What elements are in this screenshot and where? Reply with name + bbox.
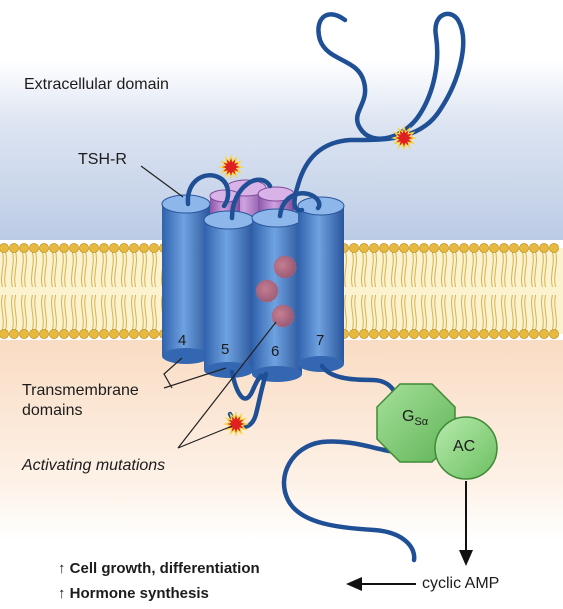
mutation-sites-helix (255, 255, 297, 328)
ac-label: AC (453, 438, 476, 455)
n-terminal-tail (292, 11, 466, 213)
up-arrow-icon: ↑ (58, 560, 66, 577)
polypeptide-chain (185, 11, 466, 563)
gs-main: G (402, 408, 415, 425)
up-arrow-icon: ↑ (58, 585, 66, 602)
gs-sub: Sα (414, 416, 429, 429)
transmembrane-label-line1: Transmembrane (22, 382, 139, 399)
helix-7 (297, 196, 345, 372)
helix-7-label: 7 (316, 332, 325, 349)
helix-6-label: 6 (271, 343, 280, 360)
transmembrane-label-line2: domains (22, 402, 83, 419)
helix-4-label: 4 (178, 332, 187, 349)
mutation-star-icon (222, 410, 250, 438)
down-arrow-icon (459, 481, 473, 566)
outcome-hormone: ↑ Hormone synthesis (58, 585, 209, 603)
tsh-r-label: TSH-R (78, 151, 127, 168)
icl-loop (229, 369, 267, 401)
outcome-growth: ↑ Cell growth, differentiation (58, 560, 260, 578)
left-arrow-icon (346, 577, 416, 591)
c-terminal-tail-2 (281, 439, 417, 563)
extracellular-domain-label: Extracellular domain (24, 76, 169, 93)
helix-5-label: 5 (221, 341, 230, 358)
outcome-hormone-text: Hormone synthesis (69, 585, 209, 602)
ecl-loop-1 (185, 173, 231, 209)
leader-lines (140, 165, 277, 449)
front-helices (161, 194, 345, 382)
outcome-growth-text: Cell growth, differentiation (69, 560, 260, 577)
helix-4 (161, 194, 211, 364)
activating-mutations-label: Activating mutations (22, 457, 166, 474)
cyclic-amp-label: cyclic AMP (422, 575, 500, 592)
mutation-star-icon (390, 124, 418, 152)
mutation-stars (217, 124, 418, 438)
mutation-star-icon (217, 153, 245, 181)
ecl-loop-2 (229, 177, 273, 221)
gs-alpha-label: GSα (402, 408, 428, 428)
ecl-loop-3 (277, 191, 322, 219)
adenylyl-cyclase (434, 416, 498, 480)
